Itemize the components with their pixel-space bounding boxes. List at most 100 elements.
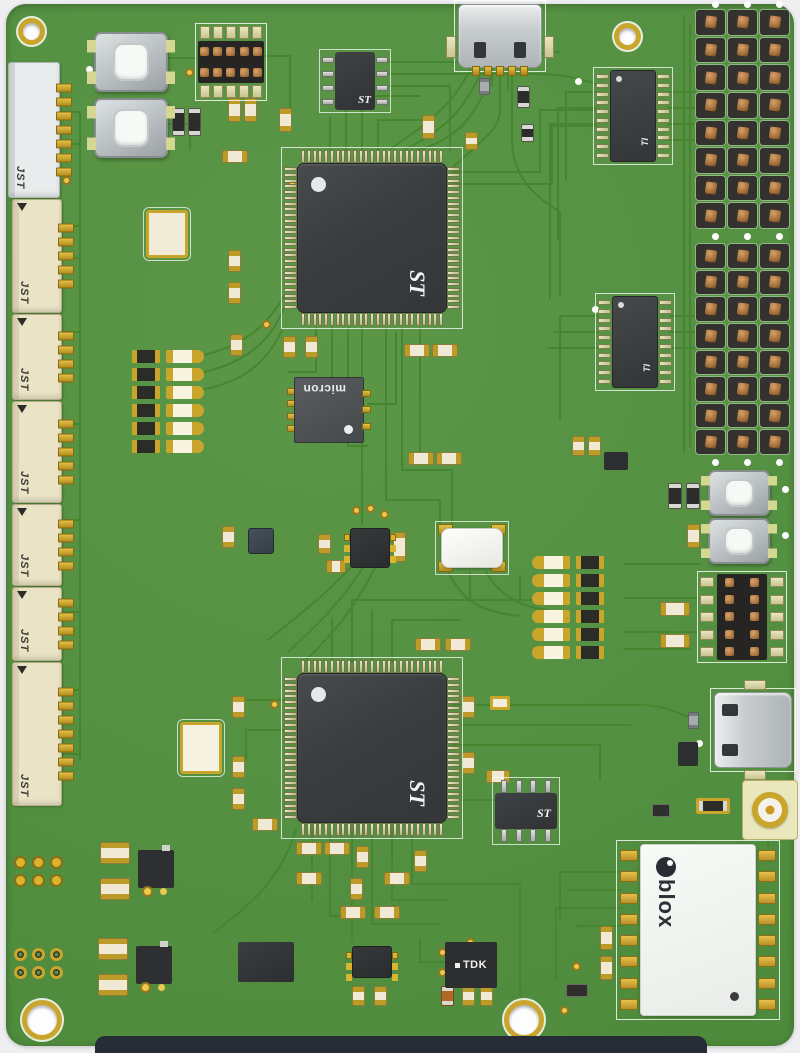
- p: [447, 803, 460, 808]
- jpin: [56, 153, 72, 163]
- p: [447, 224, 460, 229]
- p: [329, 313, 334, 326]
- srow: [322, 99, 334, 105]
- jpin: [56, 97, 72, 107]
- p: [364, 150, 369, 163]
- scol: [515, 780, 522, 793]
- upin: [508, 66, 516, 76]
- hcell: [696, 37, 725, 63]
- p: [284, 264, 297, 269]
- qfn-chip: [346, 946, 398, 978]
- capacitor: [393, 532, 406, 562]
- p: [447, 734, 460, 739]
- trow: [659, 326, 672, 332]
- p: [398, 150, 403, 163]
- capacitor: [228, 282, 241, 304]
- p: [352, 150, 357, 163]
- hpad: [770, 612, 784, 622]
- srow: [376, 57, 388, 63]
- jst-connector: JST: [8, 62, 72, 198]
- chip-pins: [376, 57, 388, 105]
- jst-label: JST: [18, 553, 30, 577]
- micron-logo-icon: micron: [303, 382, 347, 396]
- p: [284, 694, 297, 699]
- micro-usb-connector: [446, 0, 554, 76]
- capacitor: [384, 872, 410, 885]
- jst-pins: [58, 223, 74, 289]
- p: [370, 823, 374, 836]
- hcell: [728, 120, 757, 146]
- jpin: [58, 331, 74, 341]
- jpin: [58, 373, 74, 383]
- p: [284, 792, 297, 796]
- lrow: [532, 646, 604, 659]
- jst-pins: [58, 419, 74, 485]
- p: [284, 682, 297, 687]
- p: [358, 660, 363, 673]
- hpad: [770, 577, 784, 587]
- p: [284, 190, 297, 194]
- tactile-button: [87, 98, 175, 158]
- hpad: [200, 85, 210, 98]
- capacitor: [445, 638, 471, 651]
- p: [398, 660, 403, 673]
- jpin: [58, 419, 74, 429]
- chip-body: ST: [297, 673, 447, 823]
- ublox-gnss-module: blox: [616, 840, 780, 1020]
- hpin: [725, 578, 734, 588]
- p: [447, 167, 460, 171]
- hcell: [728, 203, 757, 228]
- hcell: [696, 377, 725, 401]
- jpin: [58, 279, 74, 289]
- via: [572, 962, 581, 971]
- p: [284, 705, 297, 710]
- p: [284, 241, 297, 246]
- trow: [598, 361, 611, 367]
- capacitor: [232, 696, 245, 718]
- trow: [657, 74, 670, 79]
- p: [404, 823, 409, 836]
- p: [447, 236, 460, 240]
- stm32-mcu-qfp: ST: [281, 657, 463, 839]
- led-resistor-array: [532, 556, 604, 664]
- usb-anchor-pad: [544, 36, 554, 58]
- p: [284, 247, 297, 252]
- jst-connector: JST: [12, 662, 74, 806]
- p: [341, 660, 346, 673]
- tactile-button: [87, 32, 175, 92]
- jst-pins: [58, 687, 74, 781]
- via: [366, 504, 375, 513]
- p: [324, 313, 328, 326]
- scol: [501, 829, 507, 842]
- p: [393, 823, 397, 836]
- p: [306, 823, 311, 836]
- sensor-chip: [248, 528, 274, 554]
- jpin: [58, 433, 74, 443]
- led: [490, 696, 510, 710]
- capacitor: [279, 108, 292, 132]
- p: [439, 150, 443, 163]
- header-body: [198, 41, 264, 83]
- p: [375, 660, 380, 673]
- p: [364, 313, 369, 326]
- p: [284, 167, 297, 171]
- socket-header-bank: [694, 8, 791, 230]
- p: [284, 740, 297, 745]
- usb-anchor-pad: [744, 770, 766, 780]
- jpin: [58, 715, 74, 725]
- capacitor: [436, 452, 462, 465]
- p: [284, 305, 297, 309]
- jst-label: JST: [18, 773, 30, 797]
- crystal-body: [441, 528, 503, 568]
- thpad: [32, 874, 45, 887]
- trow: [659, 308, 672, 314]
- trow: [596, 117, 609, 123]
- upad: [758, 850, 776, 861]
- hcell: [728, 270, 757, 295]
- capacitor: [283, 336, 296, 358]
- p: [335, 660, 340, 673]
- capacitor: [232, 756, 245, 778]
- p: [306, 150, 311, 163]
- p: [404, 150, 409, 163]
- trow: [596, 152, 609, 158]
